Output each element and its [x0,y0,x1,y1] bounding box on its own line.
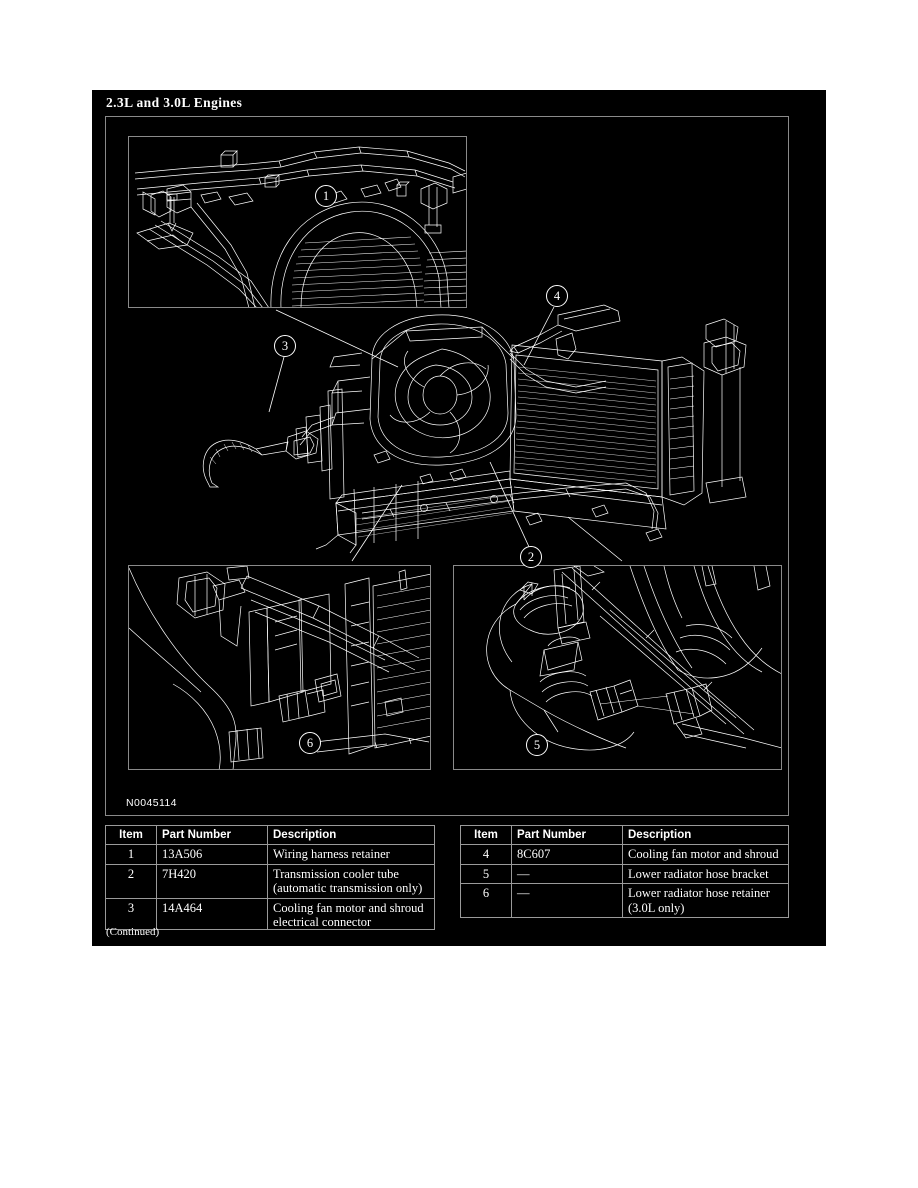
cell-item: 1 [105,844,157,865]
line-art-center [202,304,747,554]
cell-part-number: 14A464 [156,897,268,930]
cell-description: Lower radiator hose bracket [622,863,789,884]
inset-panel-bottom-left: 6 [128,565,431,770]
page-title: 2.3L and 3.0L Engines [106,95,243,110]
table-header-row: Item Part Number Description [105,825,435,845]
inset-panel-bottom-right: 5 [453,565,782,770]
header-item: Item [460,825,512,845]
header-description: Description [267,825,435,845]
cell-description: Transmission cooler tube (automatic tran… [267,863,435,899]
callout-1-label: 1 [322,189,330,203]
header-description: Description [622,825,789,845]
table-row: 1 13A506 Wiring harness retainer [105,844,435,865]
parts-table-right: Item Part Number Description 4 8C607 Coo… [460,825,789,918]
cell-part-number: — [511,883,623,918]
cell-item: 3 [105,897,157,930]
table-row: 6 — Lower radiator hose retainer (3.0L o… [460,883,789,918]
callout-6-label: 6 [306,736,314,750]
cell-item: 4 [460,844,512,865]
illustration-frame: 1 [105,116,789,816]
table-row: 4 8C607 Cooling fan motor and shroud [460,844,789,865]
drawing-id: N0045114 [126,797,177,809]
callout-3: 3 [274,335,296,357]
cell-item: 5 [460,863,512,884]
cell-description: Lower radiator hose retainer (3.0L only) [622,883,789,918]
cell-part-number: 7H420 [156,863,268,899]
cell-item: 2 [105,863,157,899]
table-row: 5 — Lower radiator hose bracket [460,863,789,884]
cell-part-number: 8C607 [511,844,623,865]
callout-6: 6 [299,732,321,754]
table-header-row: Item Part Number Description [460,825,789,845]
table-row: 2 7H420 Transmission cooler tube (automa… [105,863,435,899]
inset-panel-top: 1 [128,136,467,308]
cell-description: Cooling fan motor and shroud [622,844,789,865]
callout-4: 4 [546,285,568,307]
line-art-bottom-left-inset [129,566,430,769]
cell-part-number-text: 14A464 [162,900,203,915]
cell-item-text: 3 [127,900,135,915]
line-art-top-inset [134,146,466,307]
callout-2: 2 [520,546,542,568]
table-row: 3 14A464 Cooling fan motor and shroud el… [105,897,435,930]
cell-description-text: Cooling fan motor and shroud electrical … [273,900,424,927]
document-plate: 2.3L and 3.0L Engines [92,90,826,946]
callout-2-label: 2 [527,550,535,564]
callout-4-label: 4 [553,289,561,303]
continued-note: (Continued) [106,926,160,938]
cell-part-number: — [511,863,623,884]
cell-part-number: 13A506 [156,844,268,865]
header-part-number: Part Number [511,825,623,845]
header-item: Item [105,825,157,845]
cell-description: Cooling fan motor and shroud electrical … [267,897,435,930]
callout-1: 1 [315,185,337,207]
cell-item: 6 [460,883,512,918]
callout-3-label: 3 [281,339,289,353]
parts-table-left: Item Part Number Description 1 13A506 Wi… [105,825,435,930]
callout-5: 5 [526,734,548,756]
cell-description: Wiring harness retainer [267,844,435,865]
callout-5-label: 5 [533,738,541,752]
line-art-bottom-right-inset [486,566,781,751]
header-part-number: Part Number [156,825,268,845]
